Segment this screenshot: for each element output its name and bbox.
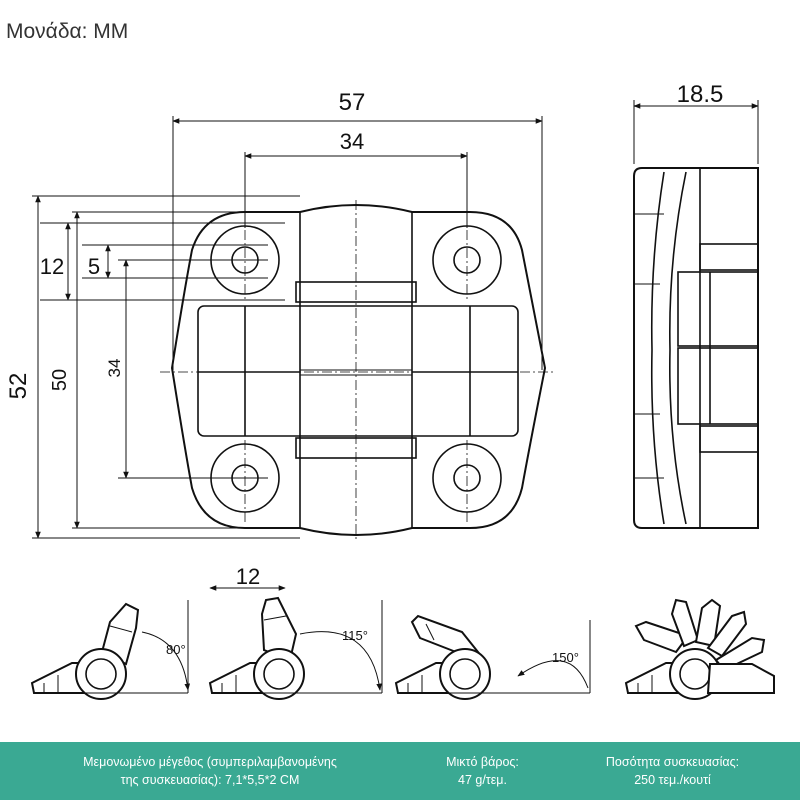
package-qty-info: Ποσότητα συσκευασίας: 250 τεμ./κουτί xyxy=(545,753,800,789)
angle-label-150: 150° xyxy=(552,650,579,665)
dim-width-outer: 57 xyxy=(339,89,366,116)
dim-5: 5 xyxy=(88,254,100,279)
dim-hole-spacing: 34 xyxy=(105,359,124,378)
dim-height-outer: 52 xyxy=(5,373,32,400)
angle-label-80: 80° xyxy=(166,642,186,657)
dim-thickness: 18.5 xyxy=(677,81,724,108)
side-view: 18.5 xyxy=(633,81,759,529)
dim-height-body: 50 xyxy=(49,369,71,391)
opening-view-150: 150° xyxy=(394,614,591,700)
package-size-line2: της συσκευασίας): 7,1*5,5*2 CM xyxy=(120,773,300,787)
unit-label: Μονάδα: MM xyxy=(6,20,129,43)
front-view: 57 34 52 50 12 5 34 xyxy=(5,89,555,540)
dim-12: 12 xyxy=(40,254,64,279)
footer-info-bar: Μεμονωμένο μέγεθος (συμπεριλαμβανομένης … xyxy=(0,742,800,800)
opening-view-multi xyxy=(624,598,775,700)
dim-width-holes: 34 xyxy=(340,129,364,154)
hinge-technical-drawing: 57 34 52 50 12 5 34 xyxy=(5,81,775,700)
gross-weight-info: Μικτό βάρος: 47 g/τεμ. xyxy=(420,753,545,789)
dim-leaf: 12 xyxy=(236,564,260,589)
package-size-line1: Μεμονωμένο μέγεθος (συμπεριλαμβανομένης xyxy=(83,755,337,769)
hole-bottom-right xyxy=(432,440,502,524)
package-qty-line2: 250 τεμ./κουτί xyxy=(634,773,711,787)
opening-view-115: 12 115° xyxy=(208,564,383,700)
angle-label-115: 115° xyxy=(342,628,368,643)
opening-view-80: 80° xyxy=(30,600,191,700)
package-qty-line1: Ποσότητα συσκευασίας: xyxy=(605,755,740,769)
gross-weight-line1: Μικτό βάρος: xyxy=(446,755,519,769)
gross-weight-line2: 47 g/τεμ. xyxy=(458,773,507,787)
package-size-info: Μεμονωμένο μέγεθος (συμπεριλαμβανομένης … xyxy=(0,753,420,789)
